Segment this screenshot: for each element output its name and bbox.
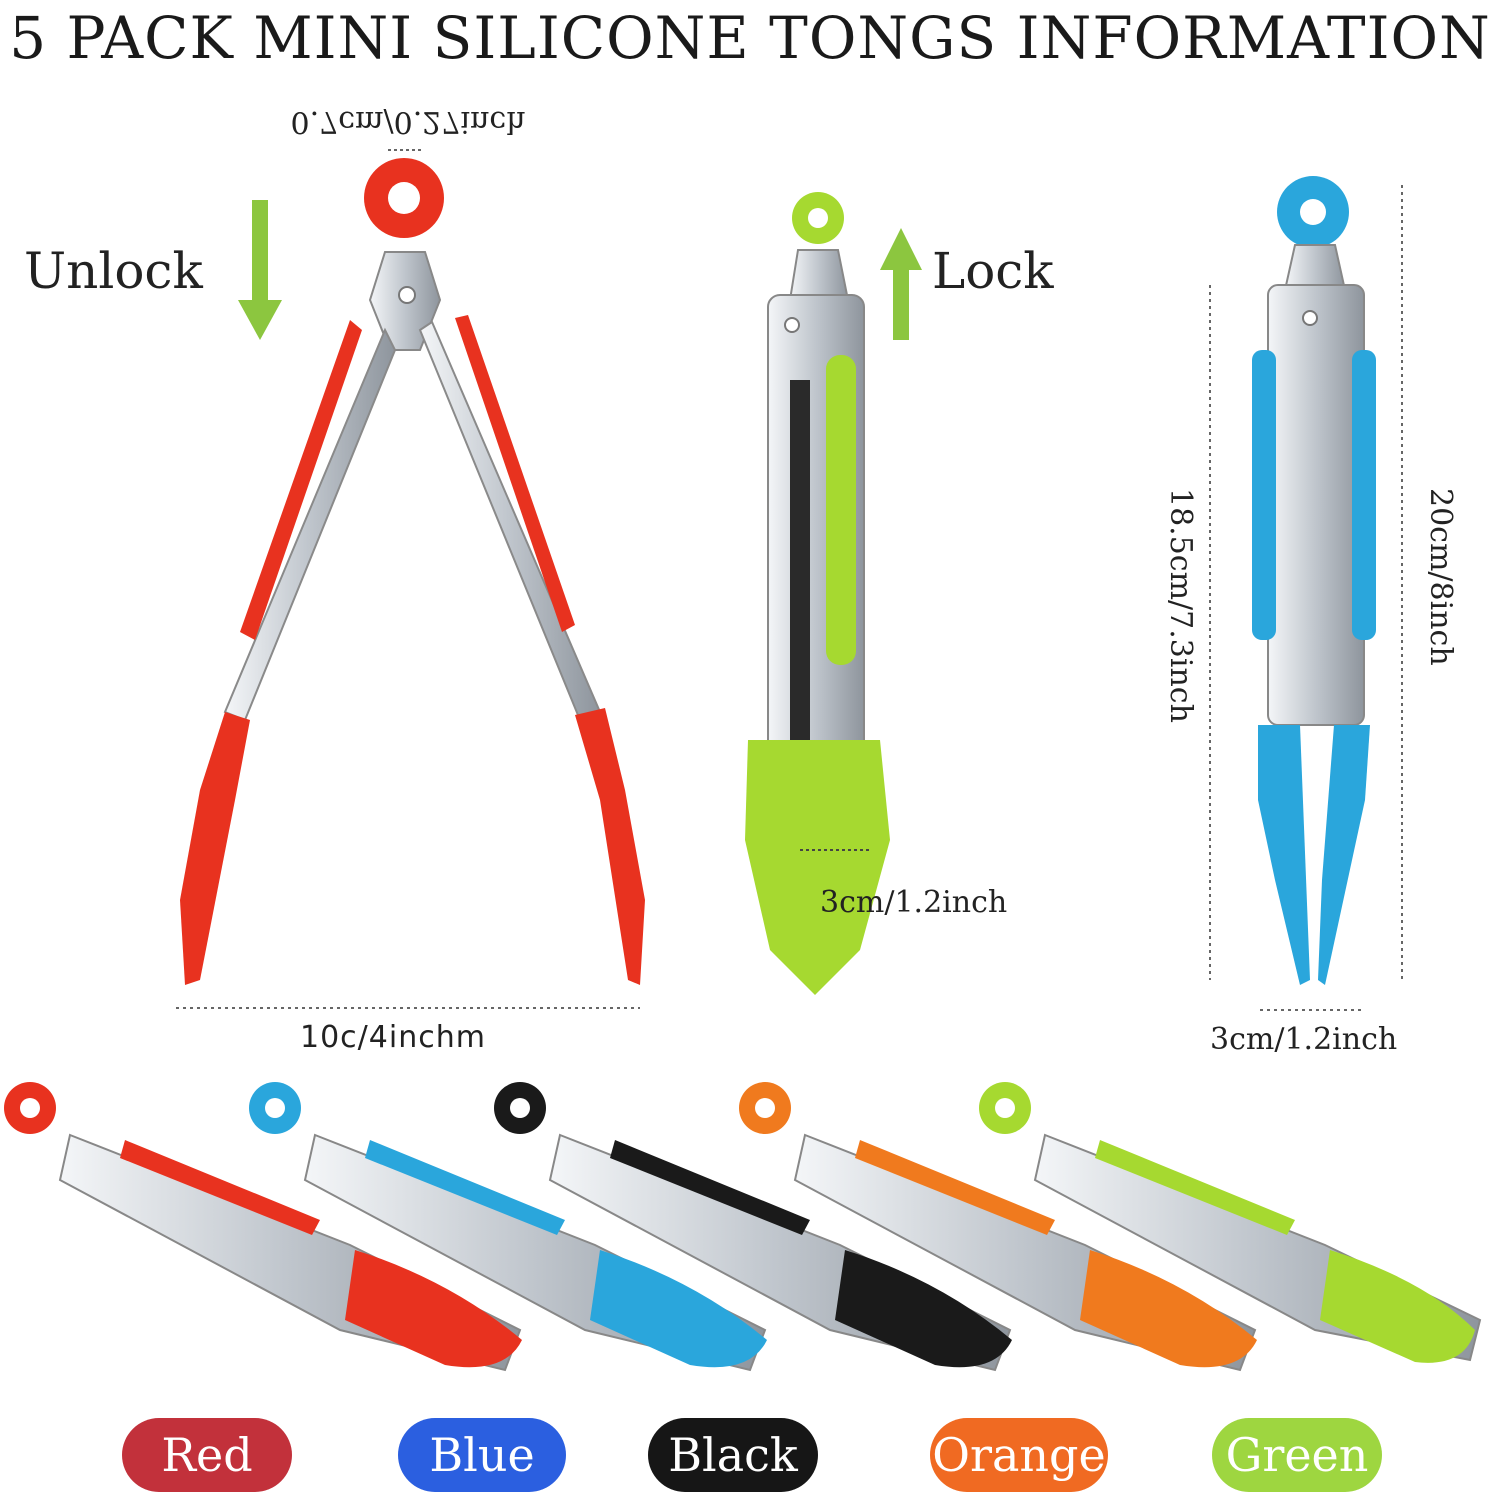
blue-total-length-label: 20cm/8inch [1423,488,1458,666]
badge-black: Black [648,1418,818,1492]
ring-width-label: 0.7cm/0.27inch [290,104,526,139]
green-closed-tong [745,192,890,995]
lock-label: Lock [932,242,1054,300]
badge-blue: Blue [398,1418,566,1492]
unlock-label: Unlock [24,242,203,300]
badge-green: Green [1212,1418,1382,1492]
tong-row [4,1082,1482,1372]
unlock-arrow-icon [238,200,282,340]
badge-orange: Orange [930,1418,1108,1492]
page-title: 5 PACK MINI SILICONE TONGS INFORMATION [9,4,1491,72]
blue-inner-length-label: 18.5cm/7.3inch [1163,488,1198,723]
lock-arrow-icon [880,228,922,340]
open-width-label: 10c/4inchm [300,1020,486,1055]
green-head-width-label: 3cm/1.2inch [820,885,1008,920]
blue-head-width-label: 3cm/1.2inch [1210,1022,1398,1057]
blue-closed-tong [1209,176,1403,1011]
red-open-tong [176,149,645,1009]
badge-red: Red [122,1418,292,1492]
